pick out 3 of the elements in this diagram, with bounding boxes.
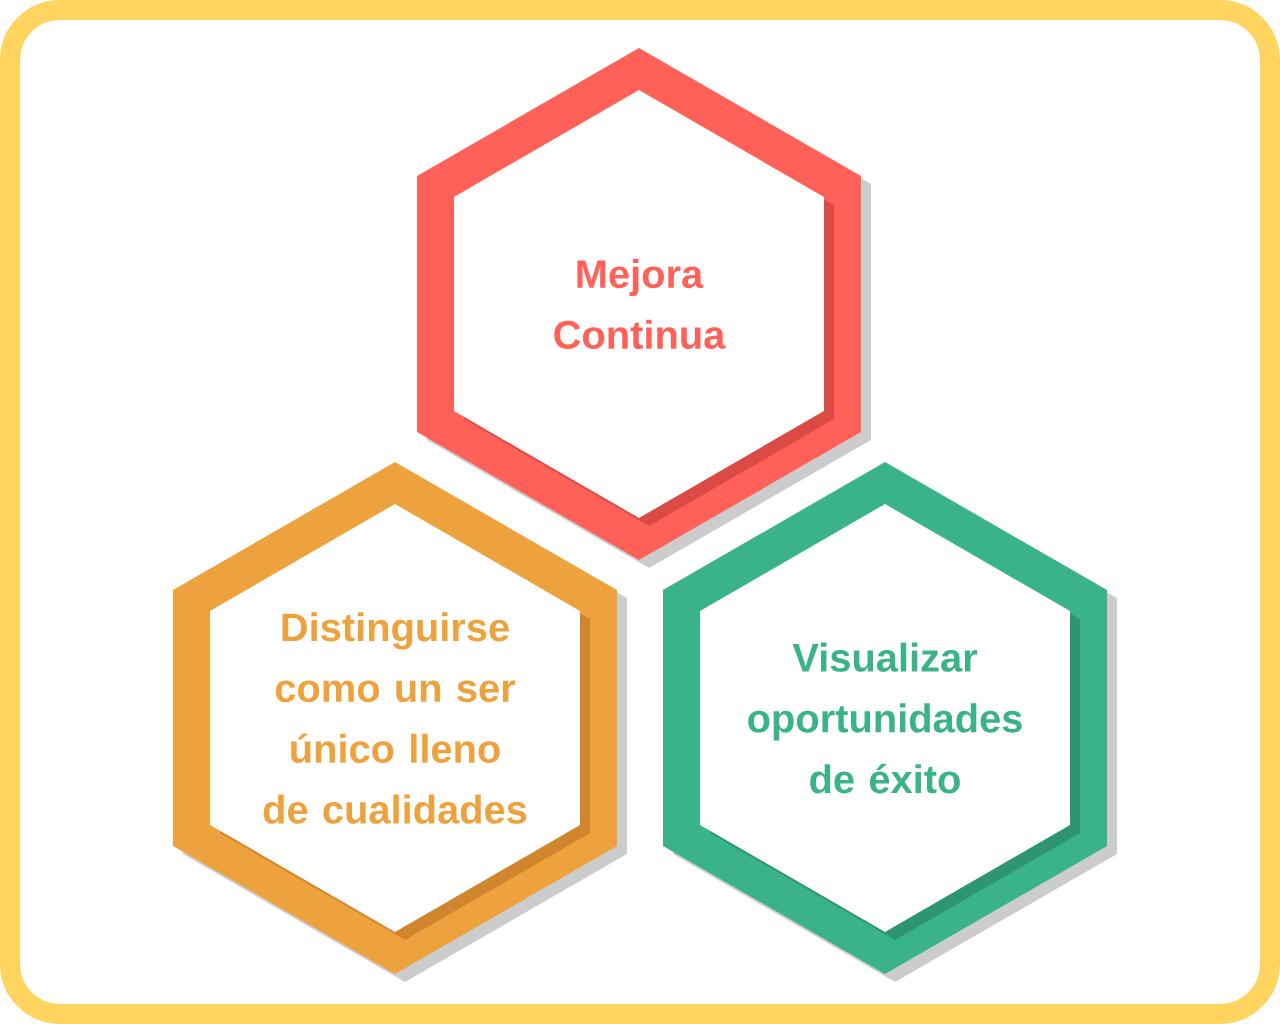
hexagon: Mejora Continua — [417, 48, 871, 568]
hexagon: Distinguirse como un ser único lleno de cualidades — [173, 462, 627, 982]
hexagon: Visualizar oportunidades de éxito — [663, 462, 1117, 982]
